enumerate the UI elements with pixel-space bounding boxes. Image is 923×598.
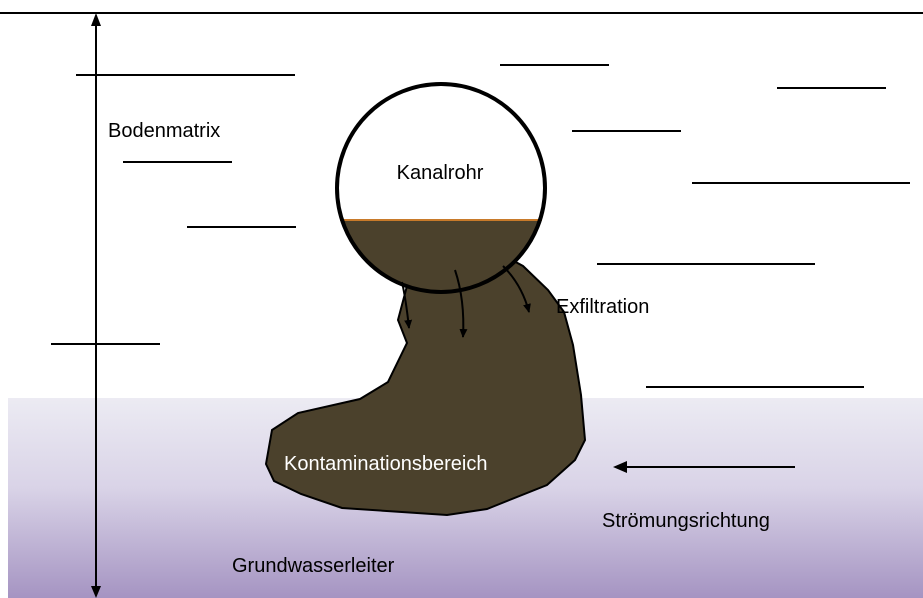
label-exfiltration: Exfiltration xyxy=(556,296,649,318)
label-soil-matrix: Bodenmatrix xyxy=(108,120,220,142)
label-flow-direction: Strömungsrichtung xyxy=(602,510,770,532)
depth-arrow-top-head xyxy=(91,13,101,26)
label-sewer-pipe: Kanalrohr xyxy=(397,162,484,184)
label-contamination-zone: Kontaminationsbereich xyxy=(284,453,487,475)
label-aquifer: Grundwasserleiter xyxy=(232,555,395,577)
contamination-plume xyxy=(266,259,585,515)
